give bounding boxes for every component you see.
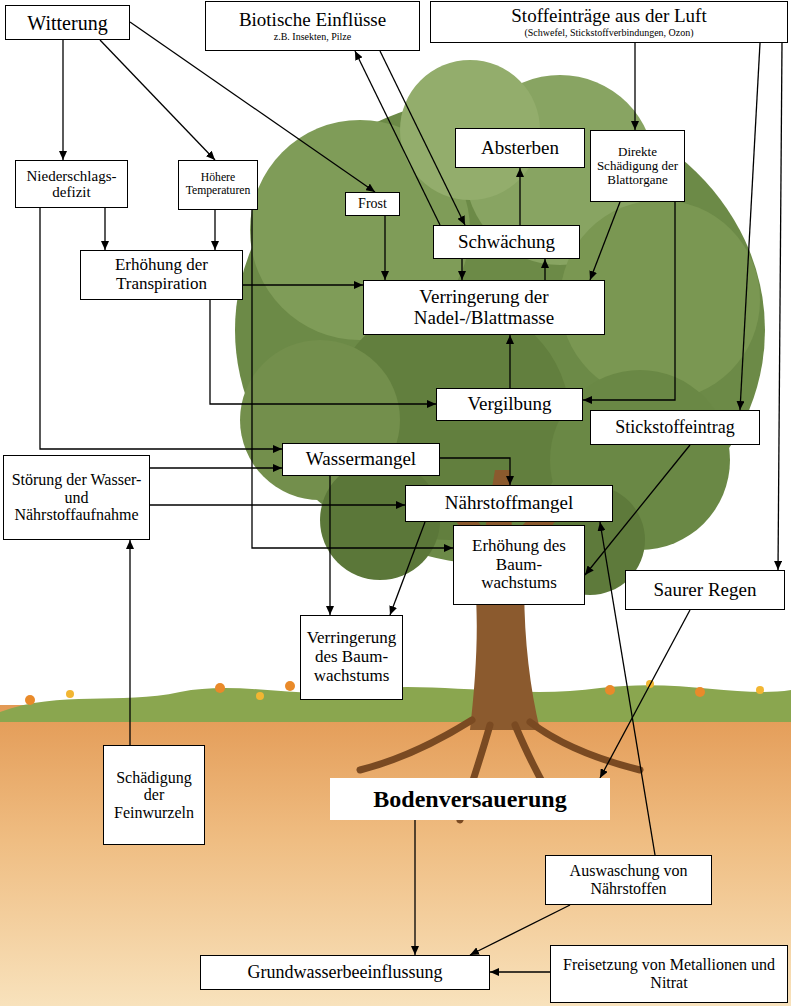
box-label: Stickstoffeintrag (595, 418, 755, 438)
box-label: Störung der Wasser- und Nährstoffaufnahm… (8, 471, 145, 524)
connector-arrow (461, 259, 462, 280)
box-label: Absterben (460, 138, 580, 159)
box-label: Saurer Regen (630, 580, 780, 601)
box-label: Direkte Schädigung der Blattorgane (595, 145, 680, 188)
process-box: Schwächung (433, 225, 580, 259)
connector-arrow (634, 43, 635, 130)
connector-arrow (544, 259, 545, 280)
box-label: Schwächung (438, 232, 575, 253)
box-label: Frost (350, 196, 395, 211)
box-label: Nährstoffmangel (410, 493, 608, 514)
soil (0, 705, 791, 1006)
connector-arrow (100, 40, 215, 160)
connector-arrow (590, 202, 620, 280)
box-label: Erhöhung des Baum- wachstums (458, 537, 580, 593)
process-box: Schädigung der Feinwurzeln (103, 745, 205, 845)
box-label: Niederschlags- defizit (20, 168, 123, 201)
process-box: Bodenversauerung (330, 778, 610, 820)
process-box: Grundwasserbeeinflussung (200, 955, 490, 990)
box-label: Erhöhung der Transpiration (85, 256, 238, 293)
process-box: Stoffeinträge aus der Luft(Schwefel, Sti… (430, 1, 788, 43)
process-box: Störung der Wasser- und Nährstoffaufnahm… (3, 455, 150, 540)
process-box: Freisetzung von Metallionen und Nitrat (550, 945, 788, 1003)
box-label: Vergilbung (441, 394, 578, 415)
process-box: Niederschlags- defizit (15, 160, 128, 208)
box-label: Schädigung der Feinwurzeln (108, 769, 200, 822)
process-box: Absterben (455, 128, 585, 168)
process-box: Erhöhung des Baum- wachstums (453, 525, 585, 605)
connector-arrow (740, 43, 760, 410)
box-label: Stoffeinträge aus der Luft (435, 6, 783, 27)
connector-arrow (243, 284, 363, 285)
process-box: Verringerung der Nadel-/Blattmasse (363, 280, 605, 335)
connector-arrow (150, 467, 282, 468)
connector-arrow (40, 208, 282, 449)
box-sublabel: (Schwefel, Stickstoffverbindungen, Ozon) (435, 27, 783, 38)
connector-arrow (104, 208, 105, 250)
box-label: Grundwasserbeeinflussung (205, 963, 485, 983)
connector-arrow (600, 610, 690, 778)
box-label: Biotische Einflüsse (210, 10, 415, 31)
connector-arrow (490, 971, 550, 972)
connector-arrow (62, 40, 63, 160)
connector-arrow (778, 43, 782, 570)
process-box: Erhöhung der Transpiration (80, 250, 243, 300)
process-box: Vergilbung (436, 388, 583, 421)
connector-arrow (384, 216, 385, 280)
connector-arrow (150, 504, 405, 505)
connector-arrow (509, 335, 510, 388)
process-box: Wassermangel (282, 443, 440, 476)
connector-arrow (414, 820, 415, 955)
box-label: Verringerung der Nadel-/Blattmasse (368, 287, 600, 329)
box-label: Witterung (10, 12, 125, 34)
connector-arrow (214, 210, 215, 250)
process-box: Biotische Einflüssez.B. Insekten, Pilze (205, 1, 420, 51)
box-label: Höhere Temperaturen (183, 172, 253, 198)
box-label: Freisetzung von Metallionen und Nitrat (555, 956, 783, 991)
connector-arrow (329, 476, 330, 615)
process-box: Frost (345, 192, 400, 216)
process-box: Höhere Temperaturen (178, 160, 258, 210)
connector-arrow (129, 540, 130, 745)
tree-crown (235, 60, 765, 595)
process-box: Direkte Schädigung der Blattorgane (590, 130, 685, 202)
connector-arrow (519, 168, 520, 225)
box-label: Verringerung des Baum- wachstums (305, 629, 398, 685)
box-label: Auswaschung von Nährstoffen (550, 862, 707, 897)
process-box: Nährstoffmangel (405, 485, 613, 522)
process-box: Auswaschung von Nährstoffen (545, 855, 712, 905)
box-sublabel: z.B. Insekten, Pilze (210, 31, 415, 42)
box-label: Wassermangel (287, 449, 435, 470)
connector-arrow (440, 458, 510, 485)
connector-arrow (390, 522, 425, 615)
process-box: Verringerung des Baum- wachstums (300, 615, 403, 700)
process-box: Stickstoffeintrag (590, 410, 760, 445)
process-box: Witterung (5, 5, 130, 40)
process-box: Saurer Regen (625, 570, 785, 610)
box-label: Bodenversauerung (335, 786, 605, 812)
